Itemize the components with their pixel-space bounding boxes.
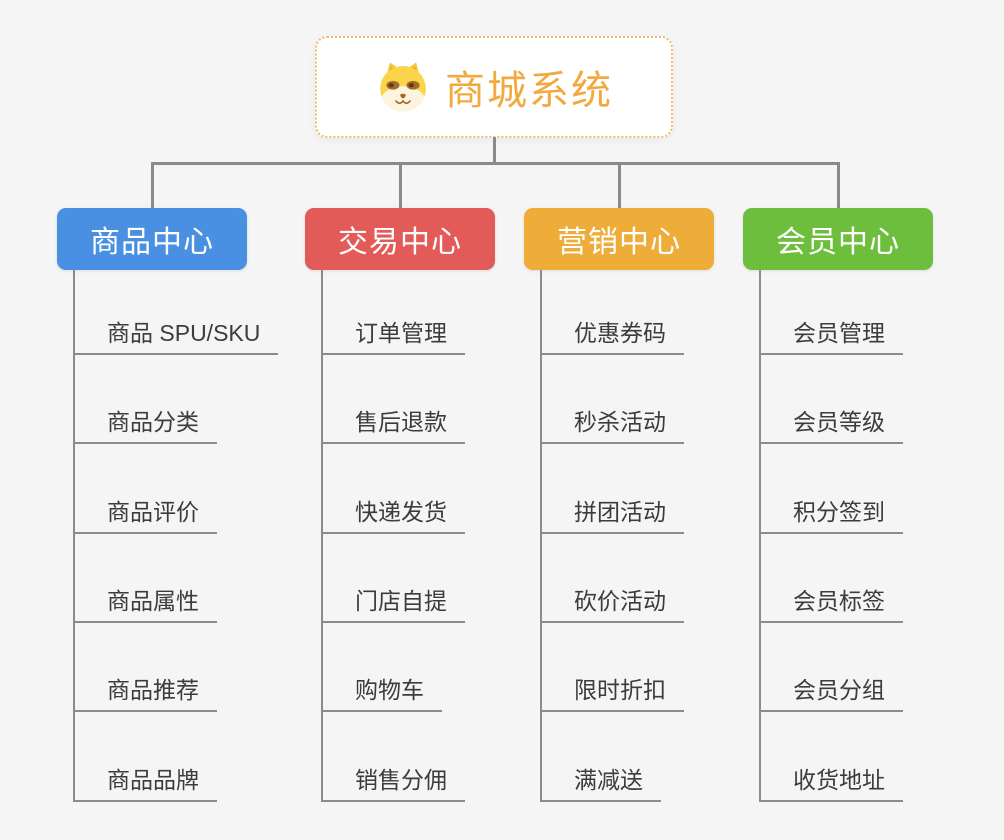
child-topic[interactable]: 限时折扣	[540, 676, 684, 712]
child-topic[interactable]: 会员标签	[759, 587, 903, 623]
child-topic[interactable]: 订单管理	[321, 319, 465, 355]
connector-line	[321, 270, 323, 802]
connector-line	[492, 137, 496, 165]
connector-line	[836, 162, 840, 208]
connector-line	[73, 270, 75, 802]
child-topic[interactable]: 商品 SPU/SKU	[73, 319, 279, 355]
child-topic[interactable]: 售后退款	[321, 408, 465, 444]
child-topic[interactable]: 拼团活动	[540, 498, 684, 534]
connector-line	[150, 162, 154, 208]
branch-topic[interactable]: 营销中心	[524, 208, 714, 270]
child-topic[interactable]: 会员等级	[759, 408, 903, 444]
child-topic[interactable]: 优惠券码	[540, 319, 684, 355]
child-topic[interactable]: 会员管理	[759, 319, 903, 355]
child-topic[interactable]: 商品品牌	[73, 766, 217, 802]
connector-line	[617, 162, 621, 208]
child-topic[interactable]: 快递发货	[321, 498, 465, 534]
child-topic[interactable]: 门店自提	[321, 587, 465, 623]
child-topic[interactable]: 会员分组	[759, 676, 903, 712]
child-topic[interactable]: 销售分佣	[321, 766, 465, 802]
branch-topic[interactable]: 会员中心	[743, 208, 933, 270]
connector-line	[540, 270, 542, 802]
child-topic[interactable]: 砍价活动	[540, 587, 684, 623]
child-topic[interactable]: 商品分类	[73, 408, 217, 444]
root-topic-label: 商城系统	[445, 69, 613, 113]
root-topic[interactable]: 商城系统	[315, 36, 673, 138]
child-topic[interactable]: 秒杀活动	[540, 408, 684, 444]
connector-line	[759, 270, 761, 802]
child-topic[interactable]: 商品推荐	[73, 676, 217, 712]
connector-line	[398, 162, 402, 208]
branch-topic[interactable]: 商品中心	[57, 208, 247, 270]
child-topic[interactable]: 商品评价	[73, 498, 217, 534]
child-topic[interactable]: 满减送	[540, 766, 661, 802]
branch-topic[interactable]: 交易中心	[305, 208, 495, 270]
shiba-dog-icon	[375, 59, 431, 115]
child-topic[interactable]: 商品属性	[73, 587, 217, 623]
connector-line	[150, 162, 840, 165]
child-topic[interactable]: 收货地址	[759, 766, 903, 802]
child-topic[interactable]: 积分签到	[759, 498, 903, 534]
child-topic[interactable]: 购物车	[321, 676, 442, 712]
